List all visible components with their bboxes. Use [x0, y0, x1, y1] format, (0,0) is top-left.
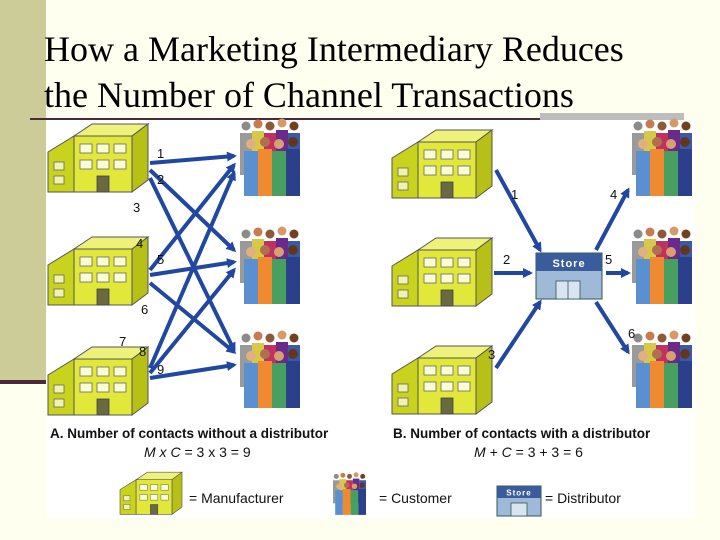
manufacturer-building-icon	[47, 123, 149, 193]
contact-number: 9	[157, 362, 165, 377]
contact-number: 6	[141, 302, 149, 317]
contact-number: 5	[157, 252, 165, 267]
slide-side-accent	[0, 380, 46, 384]
contact-number: 1	[157, 146, 165, 161]
customer-group-icon	[632, 118, 692, 196]
store-icon: Store	[535, 252, 603, 300]
contact-number: 5	[605, 252, 613, 267]
slide-title-line-1: How a Marketing Intermediary Reduces	[44, 29, 624, 69]
panel-b-formula-result: = 3 + 3 = 6	[511, 444, 583, 460]
customer-group-icon	[333, 472, 366, 515]
contact-number: 3	[133, 200, 141, 215]
contact-number: 3	[488, 347, 496, 362]
panel-a-formula-vars: M x C	[144, 444, 181, 460]
manufacturer-building-icon	[391, 129, 493, 199]
manufacturer-building-icon	[119, 471, 183, 515]
store-label: Store	[552, 258, 585, 270]
manufacturer-building-icon	[391, 237, 493, 307]
legend-store-label: Store	[506, 489, 531, 498]
panel-b-formula: M + C = 3 + 3 = 6	[474, 444, 583, 460]
customer-group-icon	[240, 226, 300, 304]
manufacturer-building-icon	[47, 346, 149, 416]
legend-manufacturer: = Manufacturer	[189, 490, 284, 506]
panel-a-formula: M x C = 3 x 3 = 9	[144, 444, 251, 460]
store-icon: Store	[496, 485, 542, 517]
contact-number: 2	[503, 252, 511, 267]
panel-a-formula-result: = 3 x 3 = 9	[180, 444, 251, 460]
panel-a-caption: A. Number of contacts without a distribu…	[50, 426, 329, 441]
manufacturer-building-icon	[391, 345, 493, 415]
customer-group-icon	[632, 330, 692, 408]
panel-b-formula-vars: M + C	[474, 444, 512, 460]
customer-group-icon	[240, 330, 300, 408]
title-underline	[30, 118, 540, 120]
contact-number: 2	[157, 172, 165, 187]
contact-number: 4	[136, 236, 144, 251]
contact-number: 4	[610, 187, 618, 202]
manufacturer-building-icon	[47, 236, 149, 306]
legend-distributor: = Distributor	[545, 490, 621, 506]
title-underline-accent	[540, 113, 684, 121]
contact-number: 1	[511, 187, 519, 202]
customer-group-icon	[632, 226, 692, 304]
slide-side-bar-lower	[0, 383, 46, 540]
contact-number: 8	[139, 344, 147, 359]
panel-b-caption: B. Number of contacts with a distributor	[393, 426, 651, 441]
contact-number: 7	[119, 334, 127, 349]
contact-number: 6	[628, 326, 636, 341]
legend-customer: = Customer	[379, 490, 452, 506]
customer-group-icon	[240, 118, 300, 196]
slide-title-line-2: the Number of Channel Transactions	[44, 75, 574, 115]
